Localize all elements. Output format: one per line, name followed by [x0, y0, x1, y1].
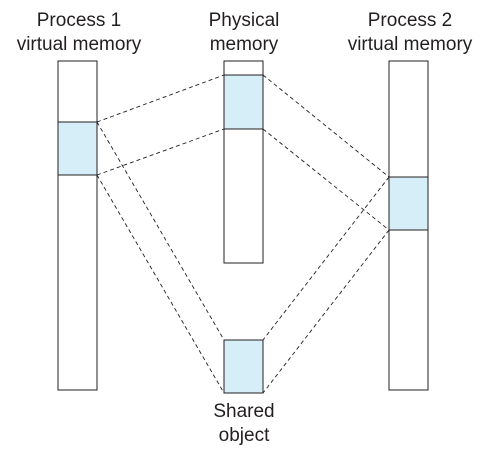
process1-title-line1: Process 1	[37, 10, 121, 31]
mapping-line-phys-p2-bottom	[262, 128, 390, 231]
shared-object-region	[223, 339, 264, 394]
physical-memory-title-line1: Physical	[209, 10, 280, 31]
mapping-line-p1-phys-top	[96, 74, 225, 123]
mapping-line-p1-shared-bottom	[96, 174, 225, 394]
process1-title-line2: virtual memory	[17, 34, 142, 55]
mapping-line-p1-phys-bottom	[96, 128, 225, 176]
mapping-line-p2-shared-bottom	[262, 229, 390, 394]
process2-title-line2: virtual memory	[348, 34, 473, 55]
mapping-line-p2-shared-top	[262, 176, 390, 341]
process2-title-line1: Process 2	[368, 10, 452, 31]
mapping-line-p1-shared-top	[96, 121, 225, 341]
mapping-line-phys-p2-top	[262, 74, 390, 178]
physical-shared-region	[223, 74, 264, 130]
process1-shared-region	[57, 121, 98, 176]
physical-memory-title-line2: memory	[210, 34, 279, 55]
process2-shared-region	[388, 176, 429, 231]
process1-virtual-memory-column	[57, 60, 98, 391]
shared-object-title-line1: Shared	[213, 401, 274, 422]
shared-object-title-line2: object	[219, 425, 270, 446]
